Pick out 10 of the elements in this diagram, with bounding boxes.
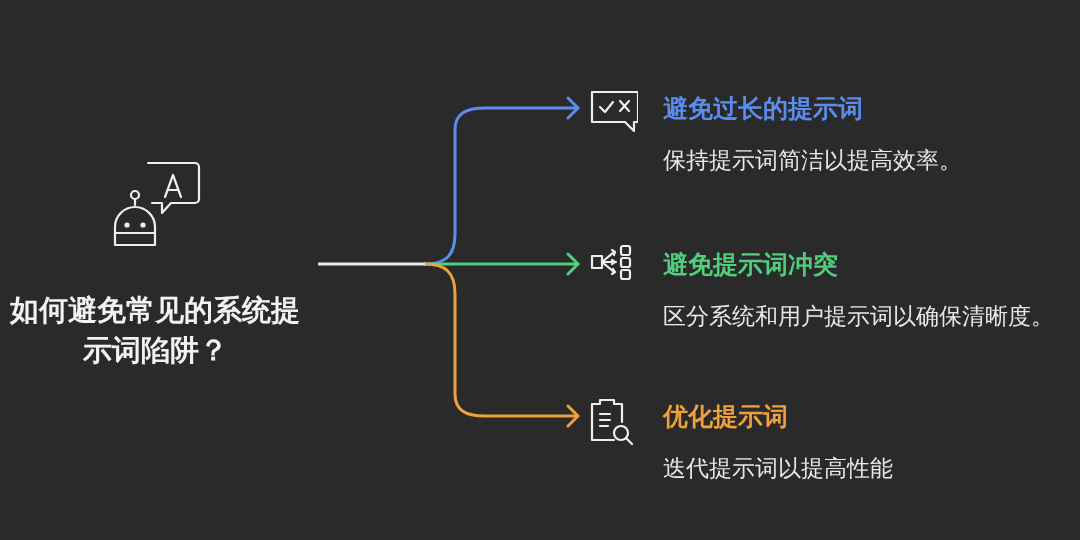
item-description: 迭代提示词以提高性能	[663, 454, 894, 483]
item-description: 区分系统和用户提示词以确保清晰度。	[663, 302, 1055, 331]
item-heading: 避免提示词冲突	[663, 249, 838, 281]
item-heading: 避免过长的提示词	[663, 93, 863, 125]
trunk-line	[318, 262, 425, 266]
question-heading: 如何避免常见的系统提示词陷阱？	[8, 292, 301, 369]
arrow	[423, 96, 580, 266]
item-heading: 优化提示词	[663, 401, 788, 433]
item-description: 保持提示词简洁以提高效率。	[663, 146, 963, 175]
arrow	[423, 262, 580, 428]
